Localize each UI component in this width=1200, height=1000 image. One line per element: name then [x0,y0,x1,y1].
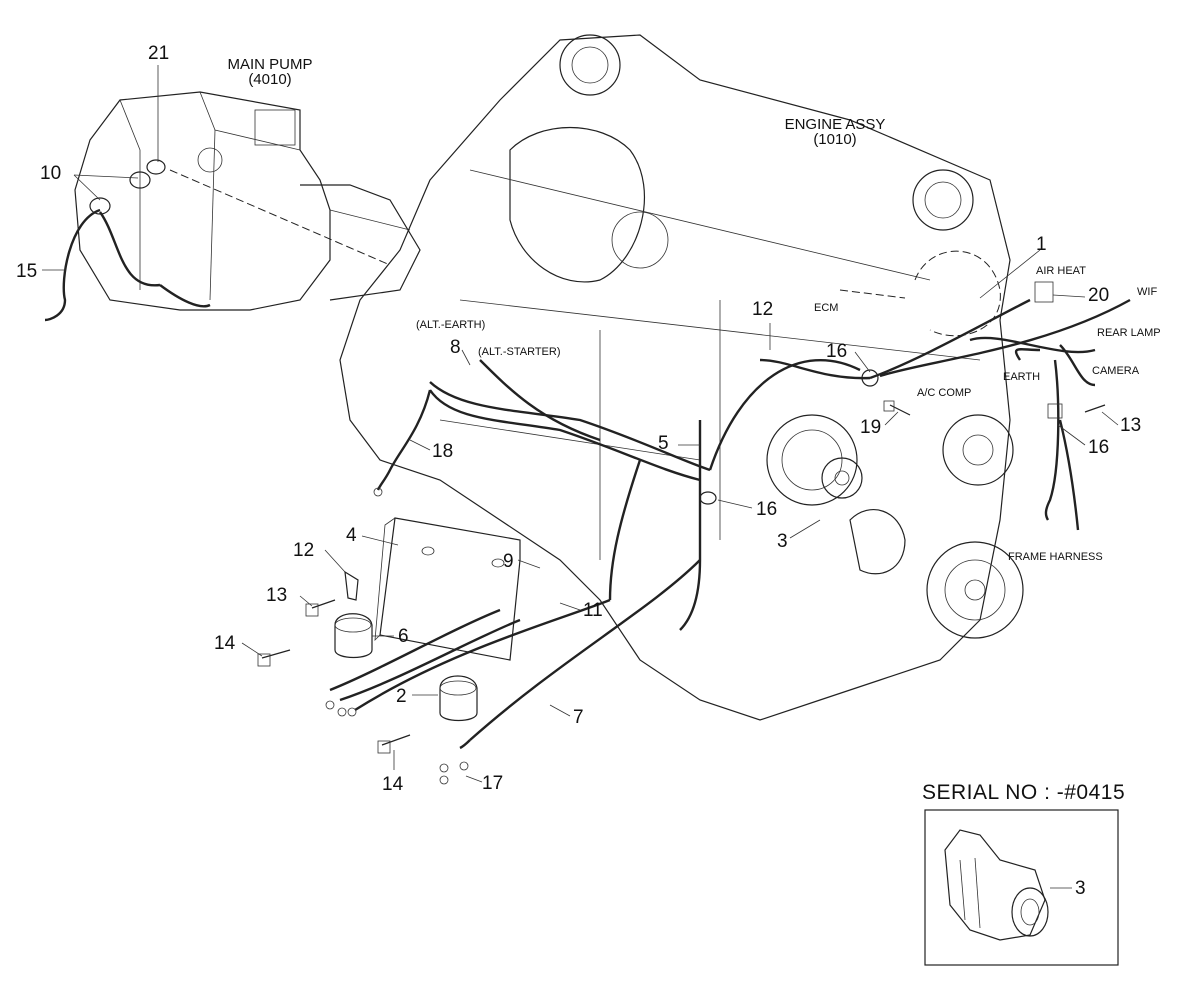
label-wif: WIF [1137,286,1158,298]
callout-1: 1 [1036,234,1047,255]
callout-12-top: 12 [752,299,774,320]
label-earth: EARTH [1003,371,1041,383]
callout-10: 10 [40,163,62,184]
label-ac-comp: A/C COMP [917,387,972,399]
callout-5: 5 [658,433,669,454]
bracket-and-relays [89,159,1106,785]
callout-17: 17 [482,773,504,794]
callout-3-inset: 3 [1075,878,1086,899]
callout-13-right: 13 [1120,415,1142,436]
label-camera: CAMERA [1092,365,1140,377]
callout-16-mid: 16 [756,499,778,520]
main-pump-code: (4010) [248,71,292,88]
callout-9: 9 [503,551,514,572]
callout-13-left: 13 [266,585,288,606]
label-alt-earth: (ALT.-EARTH) [416,319,486,331]
callout-20: 20 [1088,285,1110,306]
callout-16-top: 16 [826,341,848,362]
callout-19: 19 [860,417,882,438]
engine-assy-title: ENGINE ASSY (1010) [775,117,895,147]
callout-14-lower: 14 [382,774,404,795]
callout-2: 2 [396,686,407,707]
callout-16-right: 16 [1088,437,1110,458]
callout-7: 7 [573,707,584,728]
label-air-heat: AIR HEAT [1036,265,1086,277]
label-alt-starter: (ALT.-STARTER) [478,346,561,358]
callout-21: 21 [148,43,170,64]
inset-drawing [924,809,1119,966]
main-pump-name: MAIN PUMP [227,56,313,73]
inset-serial-title: SERIAL NO : -#0415 [922,781,1126,804]
label-frame-harness: FRAME HARNESS [1008,551,1103,563]
callout-12-left: 12 [293,540,315,561]
main-pump-title: MAIN PUMP (4010) [215,57,325,87]
callout-3-main: 3 [777,531,788,552]
label-ecm: ECM [814,302,839,314]
leader-lines [42,65,1119,889]
callout-18: 18 [432,441,454,462]
callout-15: 15 [16,261,38,282]
callout-11: 11 [583,600,603,621]
callout-6: 6 [398,626,409,647]
engine-drawing [339,34,1024,721]
main-pump-drawing [74,91,421,311]
callout-8: 8 [450,337,461,358]
harness-cables [44,208,1131,750]
callout-4: 4 [346,525,357,546]
label-rear-lamp: REAR LAMP [1097,327,1161,339]
callout-14-upper: 14 [214,633,236,654]
engine-assy-code: (1010) [813,131,857,148]
engine-assy-name: ENGINE ASSY [784,116,886,133]
